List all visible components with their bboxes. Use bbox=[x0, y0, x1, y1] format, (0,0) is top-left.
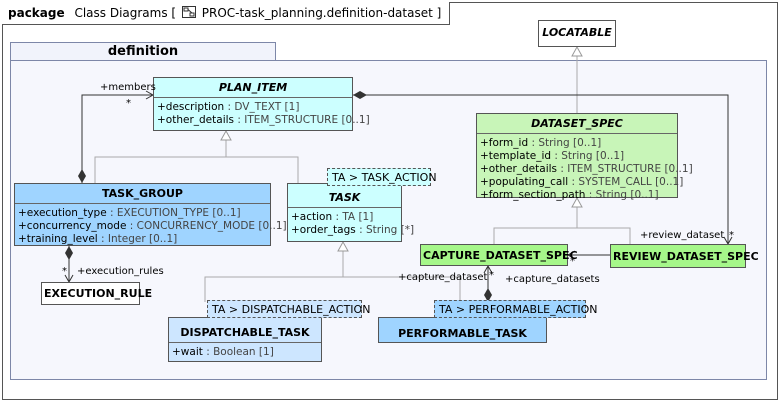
attr-name: +other_details bbox=[157, 114, 235, 126]
class-performable-task-name: PERFORMABLE_TASK bbox=[398, 327, 527, 340]
attr-row: +wait : Boolean [1] bbox=[172, 346, 318, 359]
label-capture-datasets: +capture_datasets bbox=[505, 274, 600, 285]
class-task-group-attrs: +execution_type : EXECUTION_TYPE [0..1] … bbox=[15, 204, 287, 249]
attr-row: +template_id : String [0..1] bbox=[480, 150, 674, 163]
attr-row: +action : TA [1] bbox=[291, 211, 398, 224]
diagram-icon bbox=[181, 3, 196, 25]
attr-row: +other_details : ITEM_STRUCTURE [0..1] bbox=[157, 114, 370, 127]
attr-type: : CONCURRENCY_MODE [0..1] bbox=[126, 220, 287, 232]
dispatchable-template-param: TA > DISPATCHABLE_ACTION bbox=[207, 300, 370, 318]
label-execution-rules-mult: * bbox=[62, 266, 67, 277]
label-capture-dataset-mult: * bbox=[489, 270, 494, 281]
package-tab: definition bbox=[10, 42, 276, 62]
class-plan-item-name: PLAN_ITEM bbox=[154, 78, 352, 98]
class-review-dataset-spec[interactable]: REVIEW_DATASET_SPEC bbox=[610, 244, 759, 268]
class-dataset-spec-name: DATASET_SPEC bbox=[477, 114, 677, 134]
class-dispatchable-task-attrs: +wait : Boolean [1] bbox=[169, 343, 321, 362]
attr-type: : Integer [0..1] bbox=[97, 233, 178, 245]
class-locatable-name: LOCATABLE bbox=[542, 26, 612, 39]
attr-name: +training_level bbox=[18, 233, 98, 245]
label-capture-spec-mult: * bbox=[570, 256, 575, 267]
attr-name: +other_details bbox=[480, 163, 558, 175]
attr-row: +populating_call : SYSTEM_CALL [0..1] bbox=[480, 176, 683, 189]
task-template-param: TA > TASK_ACTION bbox=[327, 168, 437, 186]
attr-type: : String [0..1] bbox=[585, 189, 659, 201]
attr-type: : EXECUTION_TYPE [0..1] bbox=[106, 207, 241, 219]
label-review-dataset-mult: * bbox=[729, 230, 734, 241]
attr-type: : String [0..1] bbox=[551, 150, 625, 162]
attr-name: +description bbox=[157, 101, 225, 113]
performable-template-param: TA > PERFORMABLE_ACTION bbox=[434, 300, 597, 318]
attr-type: : Boolean [1] bbox=[202, 346, 274, 358]
attr-name: +order_tags bbox=[291, 224, 356, 236]
attr-row: +form_id : String [0..1] bbox=[480, 137, 674, 150]
attr-name: +concurrency_mode bbox=[18, 220, 127, 232]
attr-row: +execution_type : EXECUTION_TYPE [0..1] bbox=[18, 207, 267, 220]
class-dataset-spec[interactable]: DATASET_SPEC +form_id : String [0..1] +t… bbox=[476, 113, 693, 201]
attr-name: +wait bbox=[172, 346, 203, 358]
attr-name: +execution_type bbox=[18, 207, 107, 219]
attr-type: : String [0..1] bbox=[528, 137, 602, 149]
attr-row: +form_section_path : String [0..1] bbox=[480, 189, 674, 202]
attr-name: +form_section_path bbox=[480, 189, 586, 201]
label-execution-rules: +execution_rules bbox=[77, 266, 164, 277]
attr-type: : String [*] bbox=[355, 224, 415, 236]
attr-name: +action bbox=[291, 211, 333, 223]
label-members: +members bbox=[100, 82, 156, 93]
attr-name: +template_id bbox=[480, 150, 552, 162]
class-locatable[interactable]: LOCATABLE bbox=[538, 20, 616, 47]
attr-row: +concurrency_mode : CONCURRENCY_MODE [0.… bbox=[18, 220, 287, 233]
class-task-name: TASK bbox=[288, 184, 401, 208]
frame-title-suffix: ] bbox=[436, 6, 442, 20]
attr-row: +description : DV_TEXT [1] bbox=[157, 101, 349, 114]
class-execution-rule[interactable]: EXECUTION_RULE bbox=[41, 282, 153, 305]
frame-diagram-name: PROC-task_planning.definition-dataset bbox=[201, 6, 433, 20]
attr-type: : ITEM_STRUCTURE [0..1] bbox=[557, 163, 693, 175]
class-execution-rule-name: EXECUTION_RULE bbox=[44, 287, 153, 300]
class-task[interactable]: TASK +action : TA [1] +order_tags : Stri… bbox=[287, 183, 414, 242]
class-dispatchable-task-name: DISPATCHABLE_TASK bbox=[169, 318, 321, 343]
attr-row: +other_details : ITEM_STRUCTURE [0..1] bbox=[480, 163, 693, 176]
class-task-group-name: TASK_GROUP bbox=[15, 184, 270, 204]
class-plan-item-attrs: +description : DV_TEXT [1] +other_detail… bbox=[154, 98, 370, 130]
attr-type: : DV_TEXT [1] bbox=[224, 101, 300, 113]
class-review-dataset-spec-name: REVIEW_DATASET_SPEC bbox=[613, 250, 759, 263]
frame-title: package Class Diagrams [ PROC-task_plann… bbox=[2, 2, 451, 25]
attr-type: : TA [1] bbox=[332, 211, 374, 223]
class-dataset-spec-attrs: +form_id : String [0..1] +template_id : … bbox=[477, 134, 693, 205]
label-review-dataset: +review_dataset bbox=[640, 230, 725, 241]
attr-row: +training_level : Integer [0..1] bbox=[18, 233, 267, 246]
class-plan-item[interactable]: PLAN_ITEM +description : DV_TEXT [1] +ot… bbox=[153, 77, 370, 131]
attr-type: : SYSTEM_CALL [0..1] bbox=[568, 176, 684, 188]
class-dispatchable-task[interactable]: DISPATCHABLE_TASK +wait : Boolean [1] bbox=[168, 317, 322, 362]
class-capture-dataset-spec[interactable]: CAPTURE_DATASET_SPEC bbox=[420, 244, 578, 266]
class-task-group[interactable]: TASK_GROUP +execution_type : EXECUTION_T… bbox=[14, 183, 287, 249]
frame-title-prefix: Class Diagrams [ bbox=[74, 6, 177, 20]
label-members-mult: * bbox=[126, 98, 131, 109]
attr-type: : ITEM_STRUCTURE [0..1] bbox=[234, 114, 370, 126]
attr-name: +populating_call bbox=[480, 176, 569, 188]
class-performable-task[interactable]: PERFORMABLE_TASK bbox=[378, 317, 547, 343]
attr-row: +order_tags : String [*] bbox=[291, 224, 414, 237]
attr-name: +form_id bbox=[480, 137, 529, 149]
frame-keyword: package bbox=[8, 6, 65, 20]
label-capture-dataset: +capture_dataset bbox=[398, 272, 488, 283]
class-capture-dataset-spec-name: CAPTURE_DATASET_SPEC bbox=[423, 249, 578, 262]
class-task-attrs: +action : TA [1] +order_tags : String [*… bbox=[288, 208, 414, 240]
